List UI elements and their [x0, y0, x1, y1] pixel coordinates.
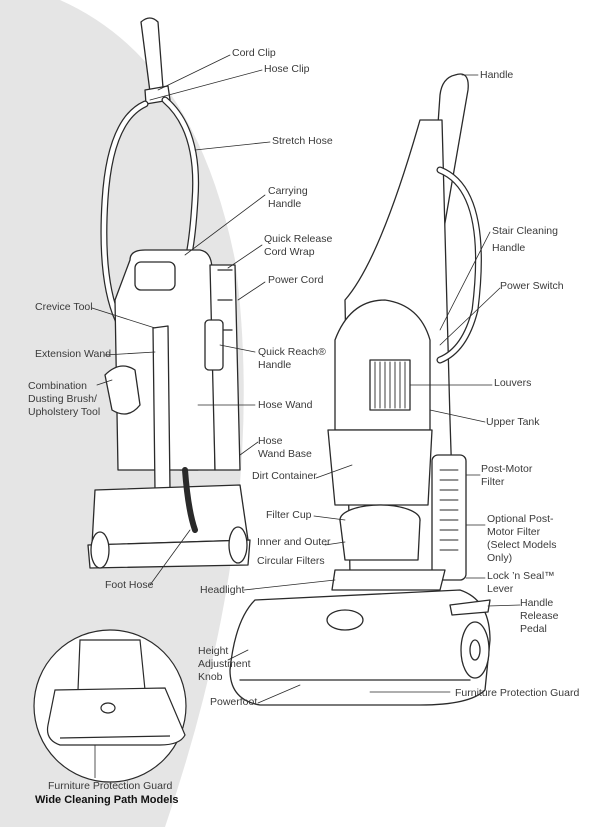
label-quick-reach-handle: Quick Reach® Handle [258, 346, 326, 371]
label-optional-post-motor-filter: Optional Post- Motor Filter (Select Mode… [487, 513, 557, 564]
label-crevice-tool: Crevice Tool [35, 301, 93, 313]
label-foot-hose: Foot Hose [105, 579, 154, 591]
leader-lines [91, 54, 521, 704]
label-stair-cleaning-handle: Stair Cleaning Handle [492, 225, 558, 254]
label-stretch-hose: Stretch Hose [272, 135, 333, 147]
wide-path-inset [33, 629, 187, 783]
label-extension-wand: Extension Wand [35, 348, 112, 360]
label-dirt-container: Dirt Container [252, 470, 317, 482]
label-handle-release-pedal: Handle Release Pedal [520, 597, 559, 635]
label-furniture-protection-guard: Furniture Protection Guard [455, 687, 580, 699]
label-upper-tank: Upper Tank [486, 416, 540, 428]
label-filter-cup: Filter Cup [266, 509, 312, 521]
label-lock-n-seal-lever: Lock ’n Seal™ Lever [487, 570, 555, 595]
label-hose-wand: Hose Wand [258, 399, 313, 411]
label-headlight: Headlight [200, 584, 245, 596]
label-power-switch: Power Switch [500, 280, 564, 292]
label-combination-tool: Combination Dusting Brush/ Upholstery To… [28, 380, 101, 418]
label-hose-clip: Hose Clip [264, 63, 310, 75]
inset-caption: Wide Cleaning Path Models [35, 794, 179, 806]
label-handle: Handle [480, 69, 514, 81]
label-louvers: Louvers [494, 377, 532, 389]
label-powerfoot: Powerfoot [210, 696, 258, 708]
label-post-motor-filter: Post-Motor Filter [481, 463, 533, 488]
front-view-vacuum [229, 73, 491, 706]
label-inset-furniture-protection-guard: Furniture Protection Guard [48, 780, 173, 792]
label-quick-release-cord-wrap: Quick Release Cord Wrap [264, 233, 333, 258]
label-power-cord: Power Cord [268, 274, 324, 286]
rear-view-vacuum [87, 17, 251, 569]
label-carrying-handle: Carrying Handle [268, 185, 308, 210]
label-height-adjustment-knob: Height Adjustment Knob [198, 645, 251, 683]
label-inner-outer-filters: Inner and Outer Circular Filters [257, 536, 331, 567]
label-hose-wand-base: Hose Wand Base [258, 435, 312, 460]
label-cord-clip: Cord Clip [232, 47, 276, 59]
